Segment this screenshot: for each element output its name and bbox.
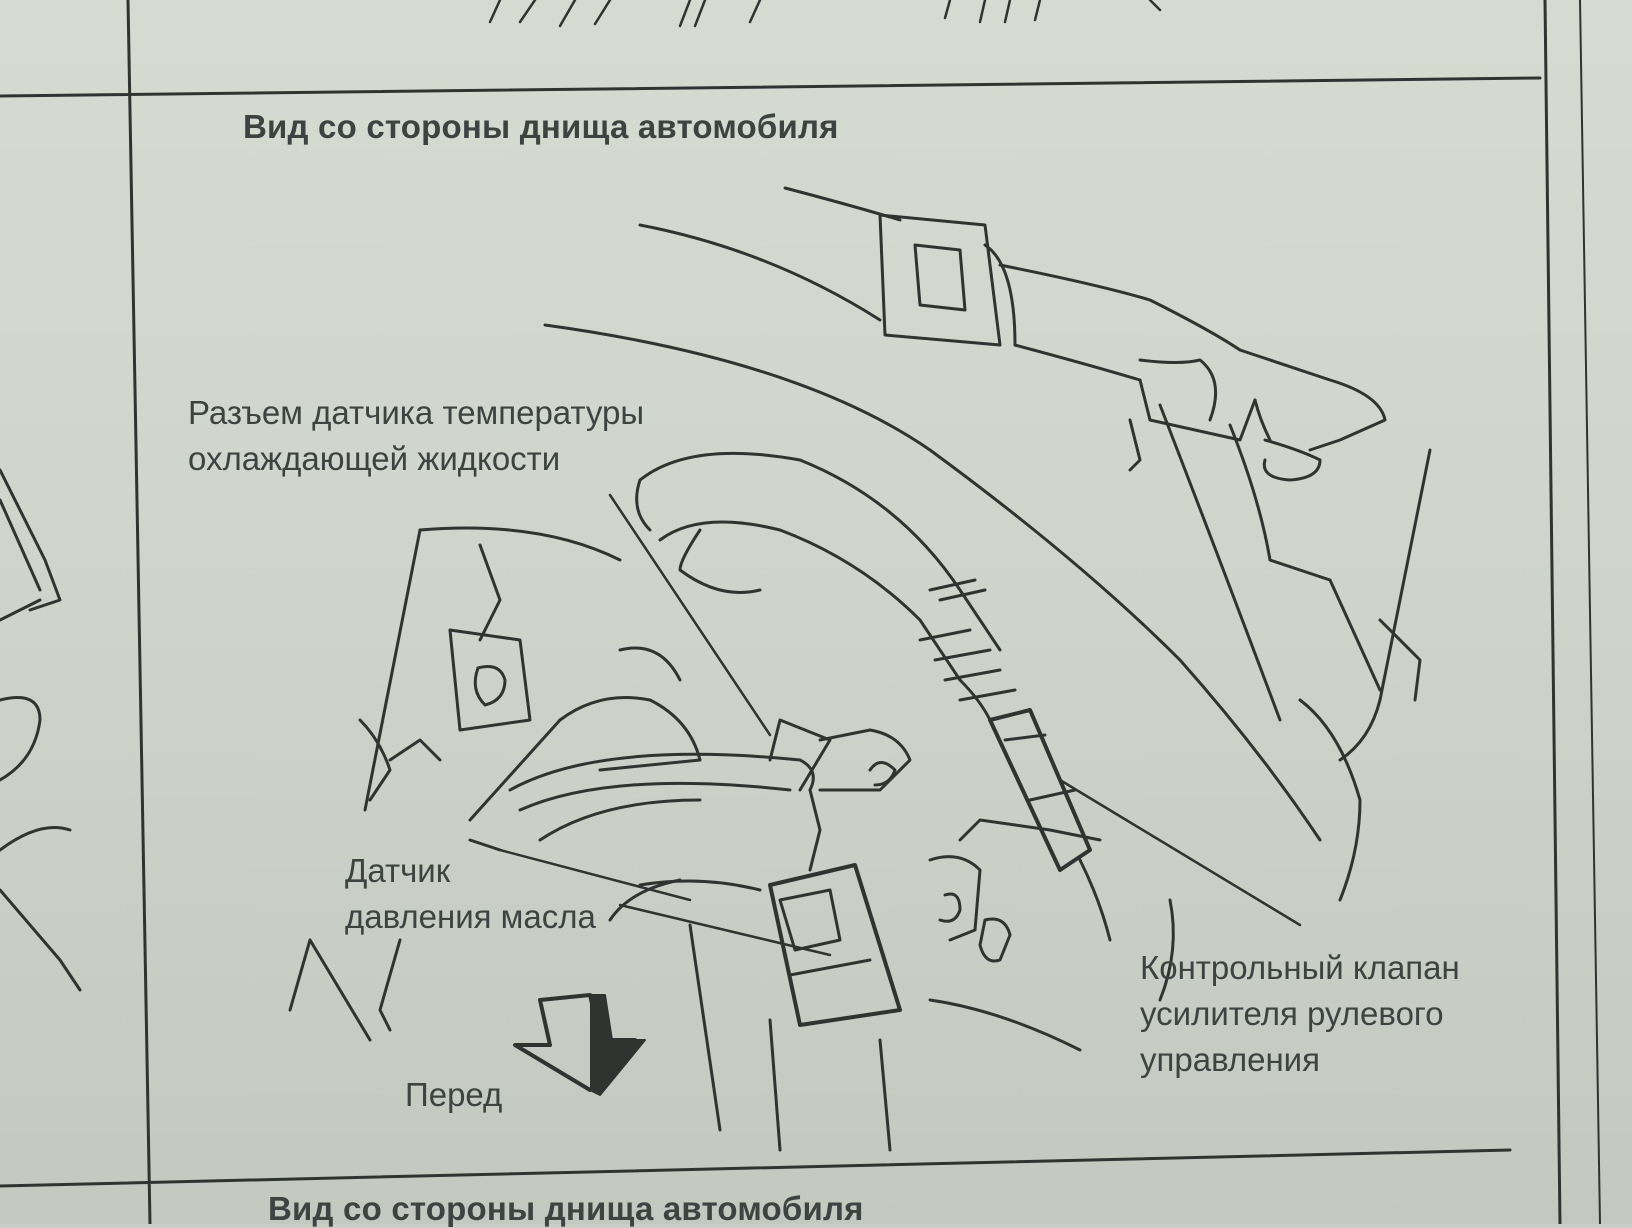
section-title: Вид со стороны днища автомобиля — [243, 108, 839, 145]
front-label: Перед — [405, 1076, 503, 1113]
callout-coolant-line2: охлаждающей жидкости — [188, 440, 561, 477]
leader-oil-sensor-2 — [498, 848, 692, 902]
leader-oil-sensor — [618, 903, 832, 957]
left-adjacent-drawing — [0, 468, 82, 992]
top-remnant-lines — [488, 0, 1162, 28]
front-arrow-icon — [513, 993, 646, 1096]
callout-oil-pressure-sensor: Датчик давления масла — [345, 848, 596, 940]
engine-underside-drawing — [288, 186, 1432, 1152]
leader-lines — [498, 493, 1302, 957]
callout-ps-line3: управления — [1140, 1041, 1320, 1078]
callout-ps-line2: усилителя рулевого — [1140, 995, 1444, 1032]
callout-power-steering-valve: Контрольный клапан усилителя рулевого уп… — [1140, 945, 1460, 1083]
callout-ps-line1: Контрольный клапан — [1140, 949, 1460, 986]
leader-ps-valve — [1058, 778, 1302, 927]
page-frame — [0, 0, 1601, 1224]
callout-oil-line1: Датчик — [345, 852, 451, 889]
callout-oil-line2: давления масла — [345, 898, 596, 935]
callout-coolant-temp-connector: Разъем датчика температуры охлаждающей ж… — [188, 390, 644, 482]
callout-coolant-line1: Разъем датчика температуры — [188, 394, 645, 431]
leader-coolant-connector — [608, 493, 772, 737]
next-section-title: Вид со стороны днища автомобиля — [268, 1190, 864, 1227]
